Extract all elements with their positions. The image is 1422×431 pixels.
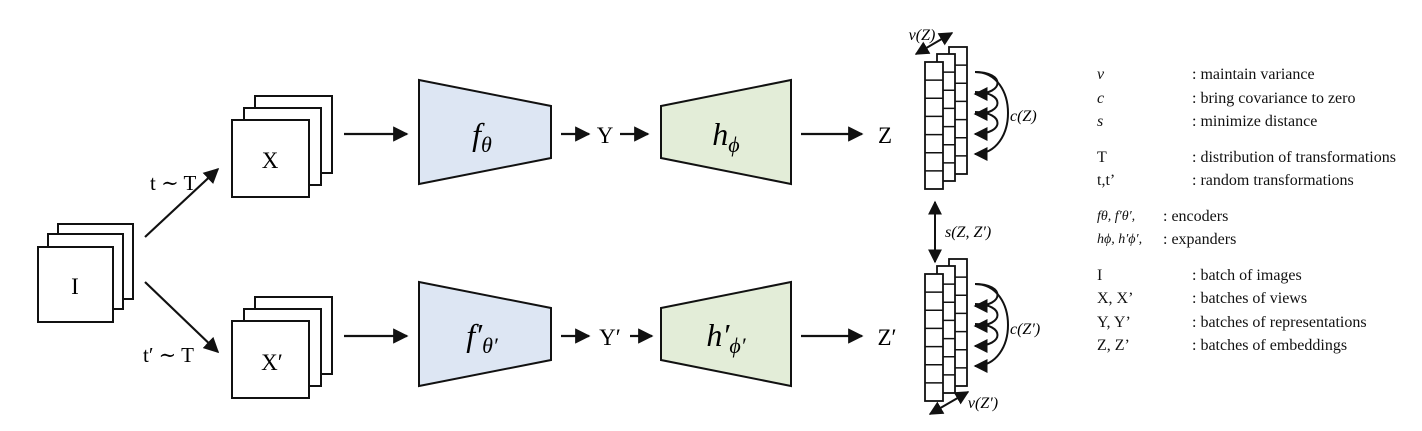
covariance-arc — [973, 71, 999, 101]
legend-symbol: Y, Y’ — [1097, 313, 1131, 331]
variance-arrow-top — [914, 32, 954, 55]
covariance-arc — [973, 323, 999, 353]
embedding-stack-top — [924, 46, 968, 190]
legend-row-c: c : bring covariance to zero — [1097, 88, 1419, 112]
covariance-arrows-top — [973, 71, 1009, 161]
legend-description: : batches of representations — [1192, 313, 1367, 331]
legend-description: : expanders — [1163, 231, 1237, 248]
legend-symbol: X, X’ — [1097, 290, 1134, 307]
legend-symbol: hϕ, h′ϕ′, — [1097, 232, 1143, 247]
legend-symbol: fθ, f′θ′, — [1097, 208, 1136, 224]
legend-symbol: T — [1097, 148, 1107, 166]
legend-symbol: t,t’ — [1097, 172, 1116, 189]
expander-top — [660, 78, 792, 186]
covariance-arc — [973, 283, 1009, 373]
emb-top-label: Z — [878, 123, 892, 148]
emb-bottom-label: Z′ — [877, 325, 896, 350]
transform-arrow-bottom — [144, 281, 220, 354]
legend-row-encoders: fθ, f′θ′, : encoders — [1097, 206, 1419, 230]
legend-description: : maintain variance — [1192, 66, 1315, 83]
legend-description: : distribution of transformations — [1192, 148, 1396, 166]
legend-row-expanders: hϕ, h′ϕ′, : expanders — [1097, 229, 1419, 253]
legend-description: : bring covariance to zero — [1192, 89, 1356, 107]
input-image-stack: I — [37, 223, 134, 323]
legend-description: : random transformations — [1192, 172, 1354, 189]
legend-description: : batches of embeddings — [1192, 337, 1348, 354]
legend-row-v: v : maintain variance — [1097, 64, 1419, 88]
covariance-bottom-label: c(Z′) — [1010, 321, 1040, 338]
input-label: I — [71, 274, 79, 299]
legend-description: : batch of images — [1192, 266, 1302, 284]
legend-row-X: X, X’ : batches of views — [1097, 288, 1419, 312]
view-stack-x: X — [231, 95, 333, 198]
legend-description: : batches of views — [1192, 290, 1308, 307]
view-x-prime-label: X′ — [261, 350, 283, 375]
transform-bottom-label: t′ ∼ T — [143, 343, 194, 367]
legend-row-T: T : distribution of transformations — [1097, 147, 1419, 171]
view-x-label: X — [262, 148, 279, 173]
legend-row-Z: Z, Z’ : batches of embeddings — [1097, 335, 1419, 359]
embedding-vector — [924, 61, 944, 190]
similarity-label: s(Z, Z′) — [945, 224, 991, 241]
covariance-arrows-bottom — [973, 283, 1009, 373]
legend-description: : minimize distance — [1192, 113, 1318, 130]
covariance-arc — [973, 283, 999, 313]
legend-symbol: Z, Z’ — [1097, 337, 1130, 354]
view-stack-x-prime: X′ — [231, 296, 333, 399]
legend-row-Y: Y, Y’ : batches of representations — [1097, 312, 1419, 336]
covariance-arc — [973, 303, 999, 333]
legend-symbol: c — [1097, 89, 1105, 107]
embedding-vector — [924, 273, 944, 402]
covariance-arc — [973, 91, 999, 121]
rep-top-label: Y — [597, 123, 614, 148]
legend: v : maintain variance c : bring covariance… — [1097, 64, 1419, 359]
transform-arrow-top — [144, 167, 220, 238]
vicreg-diagram: I t ∼ T t′ ∼ T X X′ fθ f′θ′ Y Y′ hϕ h′ϕ′… — [37, 27, 1040, 415]
rep-bottom-label: Y′ — [599, 325, 621, 350]
encoder-bottom — [418, 280, 552, 388]
transform-top-label: t ∼ T — [150, 171, 197, 195]
legend-symbol: s — [1097, 113, 1104, 130]
expander-bottom — [660, 280, 792, 388]
variance-top-label: v(Z) — [909, 27, 936, 44]
covariance-top-label: c(Z) — [1010, 108, 1037, 125]
covariance-arc — [973, 71, 1009, 161]
encoder-top — [418, 78, 552, 186]
legend-symbol: v — [1097, 66, 1105, 83]
covariance-arc — [973, 111, 999, 141]
legend-row-s: s : minimize distance — [1097, 111, 1419, 135]
legend-description: : encoders — [1163, 207, 1229, 225]
legend-row-t: t,t’ : random transformations — [1097, 170, 1419, 194]
embedding-stack-bottom — [924, 258, 968, 402]
variance-arrow-bottom — [928, 391, 970, 415]
legend-symbol: I — [1097, 266, 1103, 284]
legend-row-I: I : batch of images — [1097, 265, 1419, 289]
variance-bottom-label: v(Z′) — [968, 395, 998, 412]
